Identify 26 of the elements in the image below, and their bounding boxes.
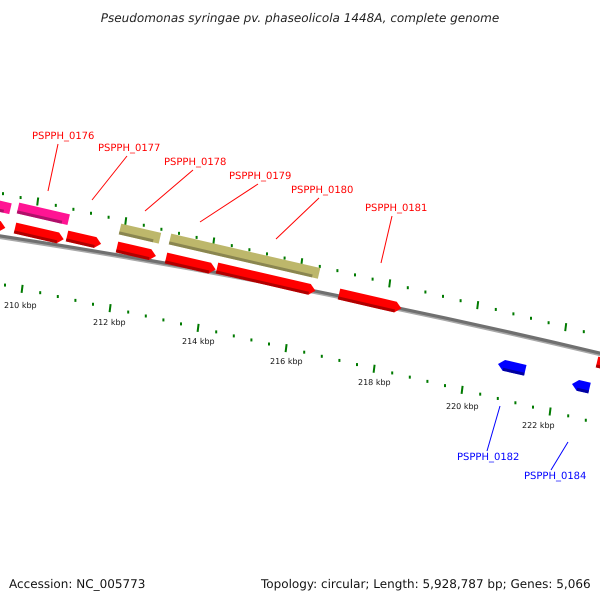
gene-label: PSPPH_0176	[32, 130, 94, 144]
scale-label: 212 kbp	[93, 317, 126, 329]
gene-label: PSPPH_0177	[98, 142, 160, 156]
map-title: Pseudomonas syringae pv. phaseolicola 1448A, complete genome	[100, 10, 500, 27]
scale-label: 222 kbp	[522, 420, 555, 432]
gene-label: PSPPH_0184	[524, 470, 586, 484]
gene-label: PSPPH_0182	[457, 451, 520, 465]
scale-label: 210 kbp	[4, 300, 37, 312]
leader-line	[144, 170, 194, 212]
gene-label: PSPPH_0178	[164, 156, 226, 170]
info-text: Topology: circular; Length: 5,928,787 bp; Genes: 5,066	[261, 576, 591, 593]
leader-line	[276, 198, 320, 240]
gene-label: PSPPH_0180	[291, 184, 354, 198]
info-text: Accession: NC_005773	[9, 576, 146, 593]
leader-line	[92, 156, 128, 200]
scale-label: 216 kbp	[270, 356, 303, 368]
gene-label: PSPPH_0181	[365, 202, 428, 216]
leader-line	[486, 406, 500, 452]
scale-label: 220 kbp	[446, 401, 479, 413]
leader-line	[48, 144, 58, 192]
leader-line	[200, 184, 258, 222]
leader-line	[550, 442, 568, 470]
scale-label: 214 kbp	[182, 336, 215, 348]
gene-label: PSPPH_0179	[229, 170, 292, 184]
leader-line	[380, 216, 392, 264]
scale-label: 218 kbp	[358, 377, 391, 389]
